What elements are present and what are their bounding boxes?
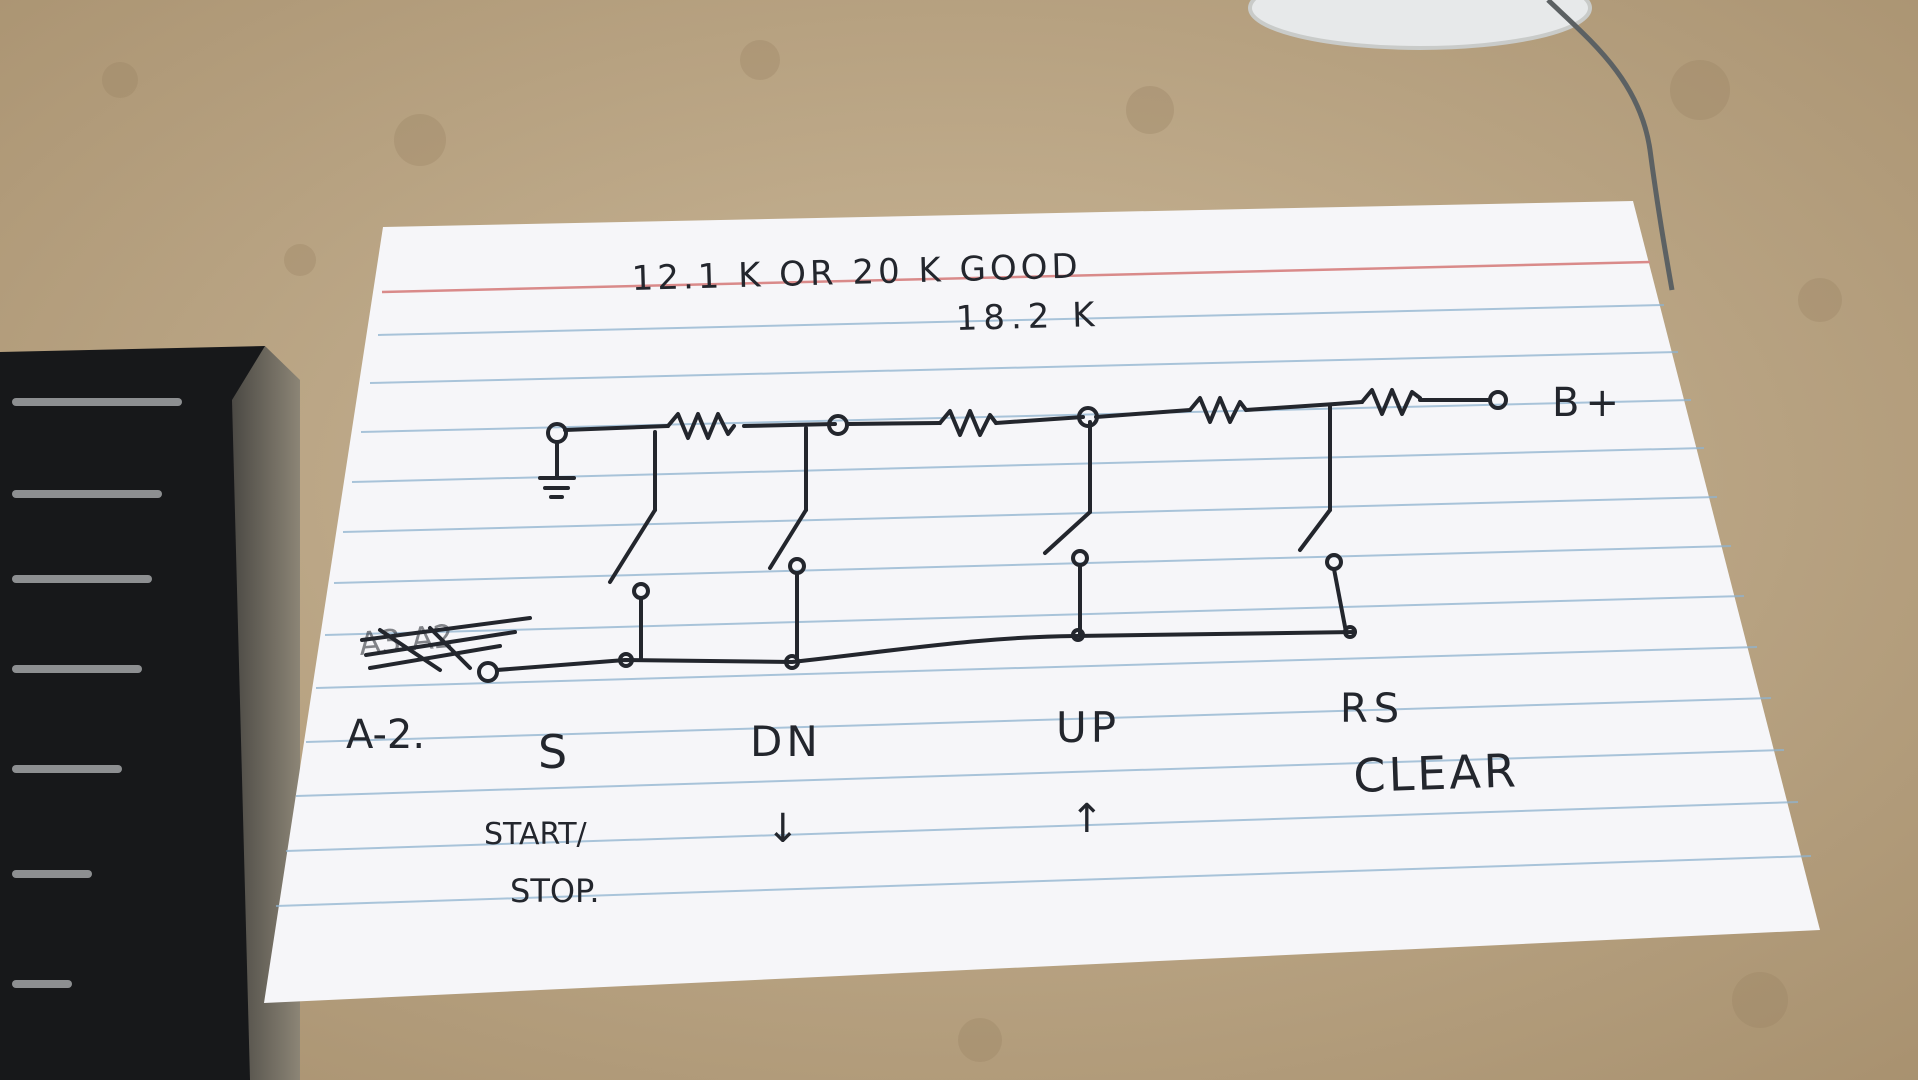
table-speckles: [102, 40, 1842, 1062]
white-container: [1248, 0, 1592, 50]
bottom-rail: [495, 630, 1357, 672]
node-dn: [827, 414, 849, 436]
resistor-1: [666, 412, 736, 440]
button-s-desc-line1: START/: [484, 817, 588, 852]
scribble-struck-label: [360, 616, 532, 672]
switch-rs: [1298, 508, 1332, 552]
ruled-lines: [275, 304, 1812, 907]
top-rail: [563, 424, 670, 432]
input-label: A-2.: [346, 712, 425, 758]
button-rs-code: RS: [1340, 686, 1405, 732]
heading-line-2: 18.2 K: [955, 295, 1101, 339]
margin-line: [381, 260, 1651, 294]
struck-input-label: A3 A2: [357, 617, 455, 663]
button-up-code: UP: [1056, 703, 1120, 752]
button-s-desc-line2: STOP.: [510, 872, 600, 910]
supply-label: B+: [1552, 380, 1625, 426]
switch-dn: [768, 508, 808, 570]
terminal-bplus: [1488, 390, 1508, 410]
ground-symbol: [538, 440, 576, 499]
switch-s: [608, 508, 657, 584]
resistor-4: [1360, 388, 1422, 416]
button-s-code: S: [538, 725, 567, 779]
resistor-2: [938, 409, 998, 437]
terminal-a2: [477, 661, 499, 683]
button-up-arrow: ↑: [1070, 796, 1104, 842]
electronic-device: [0, 346, 300, 1080]
resistor-3: [1188, 396, 1248, 424]
switch-up: [1043, 510, 1092, 555]
button-dn-arrow: ↓: [766, 806, 800, 852]
wire: [1546, 0, 1675, 291]
hand-drawn-schematic: [360, 388, 1508, 683]
button-rs-desc: CLEAR: [1352, 743, 1519, 803]
handwritten-text: 12.1 K OR 20 K GOOD 18.2 K B+ A3 A2 A-2.…: [346, 246, 1625, 910]
button-dn-code: DN: [750, 717, 822, 766]
